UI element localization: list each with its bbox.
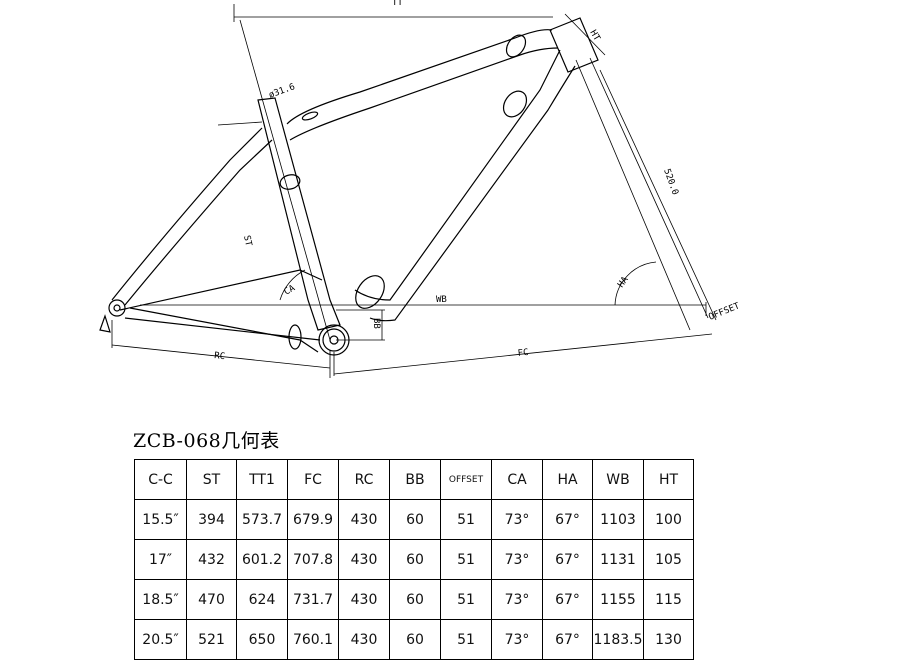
table-cell: 67° (542, 579, 593, 620)
table-cell: 1103 (592, 499, 644, 540)
fc-label: FC (517, 348, 529, 359)
geometry-table-title: ZCB-068几何表 (133, 430, 280, 452)
table-cell: 115 (643, 579, 694, 620)
table-cell: 60 (389, 539, 441, 580)
table-cell: 430 (338, 619, 390, 660)
rc-dimension: RC (111, 320, 331, 378)
table-cell: 60 (389, 499, 441, 540)
column-header: OFFSET (440, 459, 492, 500)
fork-length-label: 520.0 (661, 168, 680, 197)
table-cell: 521 (186, 619, 237, 660)
table-cell: 394 (186, 499, 237, 540)
table-cell: 430 (338, 499, 390, 540)
table-cell: 731.7 (287, 579, 339, 620)
table-cell: 130 (643, 619, 694, 660)
table-cell: 650 (236, 619, 288, 660)
column-header: HT (643, 459, 694, 500)
bike-frame-drawing: TT HT 520.0 HA OFFSET ST ø31.6 CA (99, 0, 742, 378)
st-dimension: ST ø31.6 (217, 19, 331, 341)
column-header: TT1 (236, 459, 288, 500)
tt-label: TT (392, 0, 403, 8)
table-cell: 60 (389, 619, 441, 660)
table-cell: 100 (643, 499, 694, 540)
st-label: ST (241, 235, 253, 248)
bb-dimension: BB (336, 309, 385, 341)
column-header: BB (389, 459, 441, 500)
table-cell: 17″ (134, 539, 187, 580)
frame-outline (99, 17, 599, 356)
table-cell: 51 (440, 539, 492, 580)
fc-dimension: FC (333, 333, 713, 376)
column-header: RC (338, 459, 390, 500)
rc-label: RC (214, 351, 226, 362)
column-header: WB (592, 459, 644, 500)
table-cell: 430 (338, 579, 390, 620)
ht-label: HT (587, 29, 601, 44)
ht-dimension: HT (564, 13, 606, 56)
bb-label: BB (371, 318, 381, 329)
table-cell: 573.7 (236, 499, 288, 540)
offset-dimension: OFFSET (705, 301, 742, 323)
table-cell: 51 (440, 499, 492, 540)
table-cell: 67° (542, 619, 593, 660)
table-cell: 20.5″ (134, 619, 187, 660)
fork-dimension: 520.0 (575, 57, 717, 331)
table-cell: 1131 (592, 539, 644, 580)
table-cell: 470 (186, 579, 237, 620)
table-cell: 67° (542, 539, 593, 580)
table-cell: 15.5″ (134, 499, 187, 540)
table-cell: 707.8 (287, 539, 339, 580)
table-cell: 73° (491, 539, 543, 580)
table-cell: 624 (236, 579, 288, 620)
table-cell: 432 (186, 539, 237, 580)
table-cell: 73° (491, 499, 543, 540)
table-cell: 18.5″ (134, 579, 187, 620)
column-header: C-C (134, 459, 187, 500)
column-header: FC (287, 459, 339, 500)
table-cell: 60 (389, 579, 441, 620)
table-cell: 51 (440, 619, 492, 660)
table-cell: 51 (440, 579, 492, 620)
column-header: HA (542, 459, 593, 500)
table-cell: 105 (643, 539, 694, 580)
table-cell: 679.9 (287, 499, 339, 540)
wb-label: WB (436, 295, 447, 305)
offset-label: OFFSET (707, 301, 741, 323)
table-cell: 760.1 (287, 619, 339, 660)
ha-label: HA (616, 275, 631, 290)
table-cell: 1183.5 (592, 619, 644, 660)
table-cell: 430 (338, 539, 390, 580)
table-cell: 601.2 (236, 539, 288, 580)
tt-dimension: TT (233, 0, 553, 22)
table-cell: 67° (542, 499, 593, 540)
table-cell: 73° (491, 619, 543, 660)
table-cell: 1155 (592, 579, 644, 620)
wb-dimension: WB (140, 295, 706, 306)
ha-angle: HA (614, 261, 657, 306)
column-header: CA (491, 459, 543, 500)
ca-label: CA (283, 283, 298, 297)
column-header: ST (186, 459, 237, 500)
table-cell: 73° (491, 579, 543, 620)
